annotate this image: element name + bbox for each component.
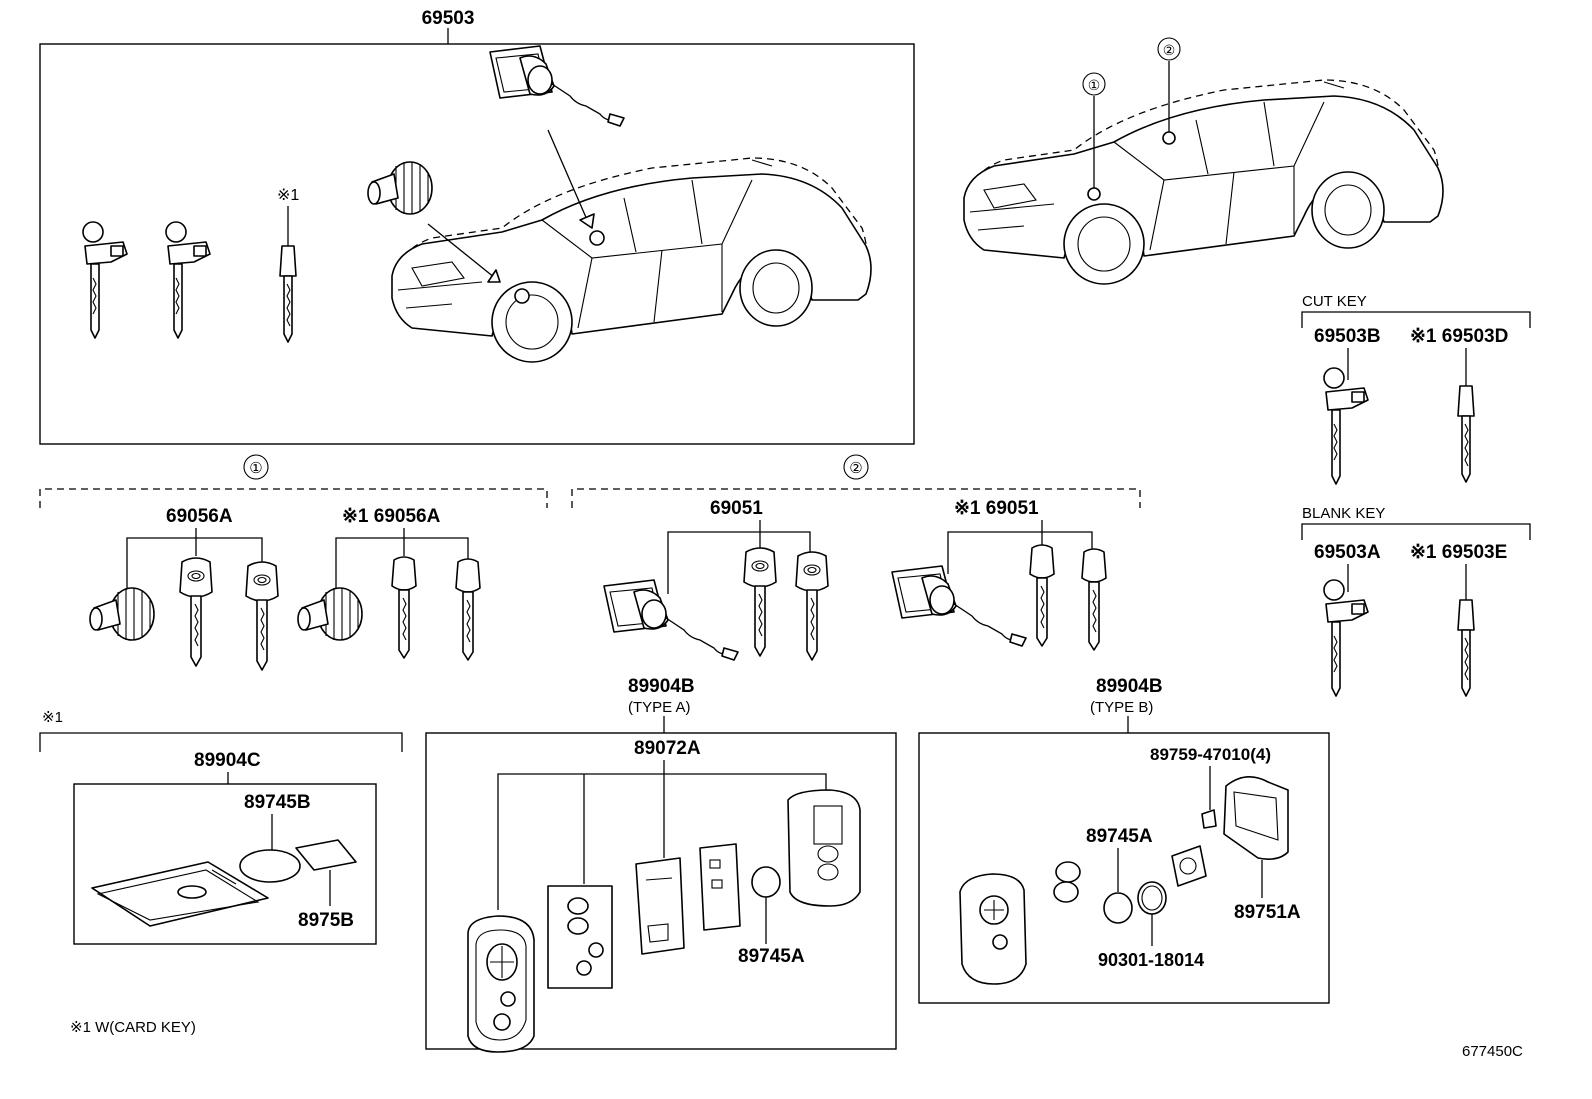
card-key-tag-icon bbox=[279, 245, 297, 343]
cut-key-icon bbox=[1323, 367, 1369, 485]
arrow-icon bbox=[427, 223, 501, 283]
circuit-board-icon bbox=[635, 857, 685, 955]
label-89751A: 89751A bbox=[1234, 902, 1301, 923]
label-8975B: 8975B bbox=[298, 910, 354, 931]
box-89904C bbox=[73, 783, 377, 945]
switch-plate-icon bbox=[1171, 845, 1207, 887]
marker-2: ② bbox=[1163, 42, 1176, 58]
label-69503A: 69503A bbox=[1314, 542, 1381, 563]
car-illustration-right bbox=[963, 79, 1444, 285]
group-circle-2: ② 69051 ※1 69051 bbox=[571, 454, 1141, 661]
master-key-icon bbox=[245, 561, 279, 671]
marker-1: ① bbox=[1088, 77, 1101, 93]
master-key-icon bbox=[795, 551, 829, 661]
label-69056A-2: ※1 69056A bbox=[342, 506, 441, 527]
box-type-b bbox=[918, 732, 1330, 1004]
label-89072A: 89072A bbox=[634, 738, 701, 759]
group-89904C: ※1 89904C 89745B 8975B bbox=[39, 709, 403, 945]
cut-card-key-icon bbox=[1457, 385, 1475, 483]
label-cut-key: CUT KEY bbox=[1302, 293, 1367, 310]
label-type-a: (TYPE A) bbox=[628, 699, 691, 716]
group-89904B-type-a: 89904B (TYPE A) 89072A 89745A bbox=[425, 676, 897, 1053]
blank-key-icon bbox=[1323, 579, 1369, 697]
label-89904B-a: 89904B bbox=[628, 676, 695, 697]
group-blank-key: BLANK KEY 69503A ※1 69503E bbox=[1301, 505, 1531, 697]
box-69503 bbox=[39, 43, 915, 445]
label-69051-1: 69051 bbox=[710, 498, 763, 519]
label-note-1: ※1 bbox=[277, 187, 299, 204]
battery-icon bbox=[751, 866, 781, 898]
sub-key-icon bbox=[455, 558, 481, 661]
label-89745A-b: 89745A bbox=[1086, 826, 1153, 847]
label-89745B: 89745B bbox=[244, 792, 311, 813]
box-type-a bbox=[425, 732, 897, 1050]
sub-key-icon bbox=[1081, 548, 1107, 651]
group-69503: 69503 ※1 bbox=[39, 8, 915, 445]
label-69051-2: ※1 69051 bbox=[954, 498, 1039, 519]
blank-card-key-icon bbox=[1457, 599, 1475, 697]
car-illustration bbox=[391, 157, 872, 363]
sub-key-icon bbox=[391, 556, 417, 659]
car-locator: ① ② bbox=[963, 37, 1444, 285]
group-89904B-type-b: 89904B (TYPE B) 89759-47010(4) 89751A 89… bbox=[918, 676, 1330, 1004]
key-fob-icon bbox=[165, 221, 211, 339]
plate-icon bbox=[295, 839, 357, 871]
ignition-switch-icon bbox=[489, 45, 625, 127]
cover-icon bbox=[787, 789, 861, 907]
battery-icon bbox=[239, 849, 301, 883]
label-69056A-1: 69056A bbox=[166, 506, 233, 527]
label-69503D: ※1 69503D bbox=[1410, 326, 1508, 347]
label-blank-key: BLANK KEY bbox=[1302, 505, 1385, 522]
diagram-code: 677450C bbox=[1462, 1043, 1523, 1060]
sub-key-icon bbox=[1029, 544, 1055, 647]
label-card-note: ※1 bbox=[42, 709, 63, 726]
screw-icon bbox=[1201, 809, 1217, 829]
label-89904B-b: 89904B bbox=[1096, 676, 1163, 697]
cylinder-icon bbox=[89, 587, 155, 641]
label-69503E: ※1 69503E bbox=[1410, 542, 1507, 563]
label-89745A-a: 89745A bbox=[738, 946, 805, 967]
key-fob-icon bbox=[82, 221, 128, 339]
label-69503B: 69503B bbox=[1314, 326, 1381, 347]
button-icon bbox=[1053, 881, 1079, 903]
label-circle-2: ② bbox=[849, 460, 862, 477]
case-insert-icon bbox=[699, 843, 741, 931]
label-89904C: 89904C bbox=[194, 750, 261, 771]
cylinder-icon bbox=[297, 587, 363, 641]
remote-fob-case-icon bbox=[959, 873, 1027, 985]
ignition-switch-icon bbox=[603, 579, 739, 661]
label-type-b: (TYPE B) bbox=[1090, 699, 1153, 716]
label-69503: 69503 bbox=[422, 8, 475, 29]
case-shell-icon bbox=[1223, 776, 1289, 860]
group-circle-1: ① 69056A ※1 69056A bbox=[39, 454, 548, 671]
label-90301: 90301-18014 bbox=[1098, 950, 1204, 970]
remote-fob-case-icon bbox=[467, 915, 535, 1053]
label-circle-1: ① bbox=[249, 460, 262, 477]
master-key-icon bbox=[179, 557, 213, 667]
button-icon bbox=[1055, 861, 1081, 883]
label-89759: 89759-47010(4) bbox=[1150, 745, 1271, 764]
master-key-icon bbox=[743, 547, 777, 657]
battery-icon bbox=[1103, 892, 1133, 924]
footnote: ※1 W(CARD KEY) bbox=[70, 1019, 196, 1036]
arrow-icon bbox=[547, 129, 589, 223]
group-cut-key: CUT KEY 69503B ※1 69503D bbox=[1301, 293, 1531, 485]
door-cylinder-icon bbox=[367, 161, 433, 215]
ignition-switch-icon bbox=[891, 565, 1027, 647]
